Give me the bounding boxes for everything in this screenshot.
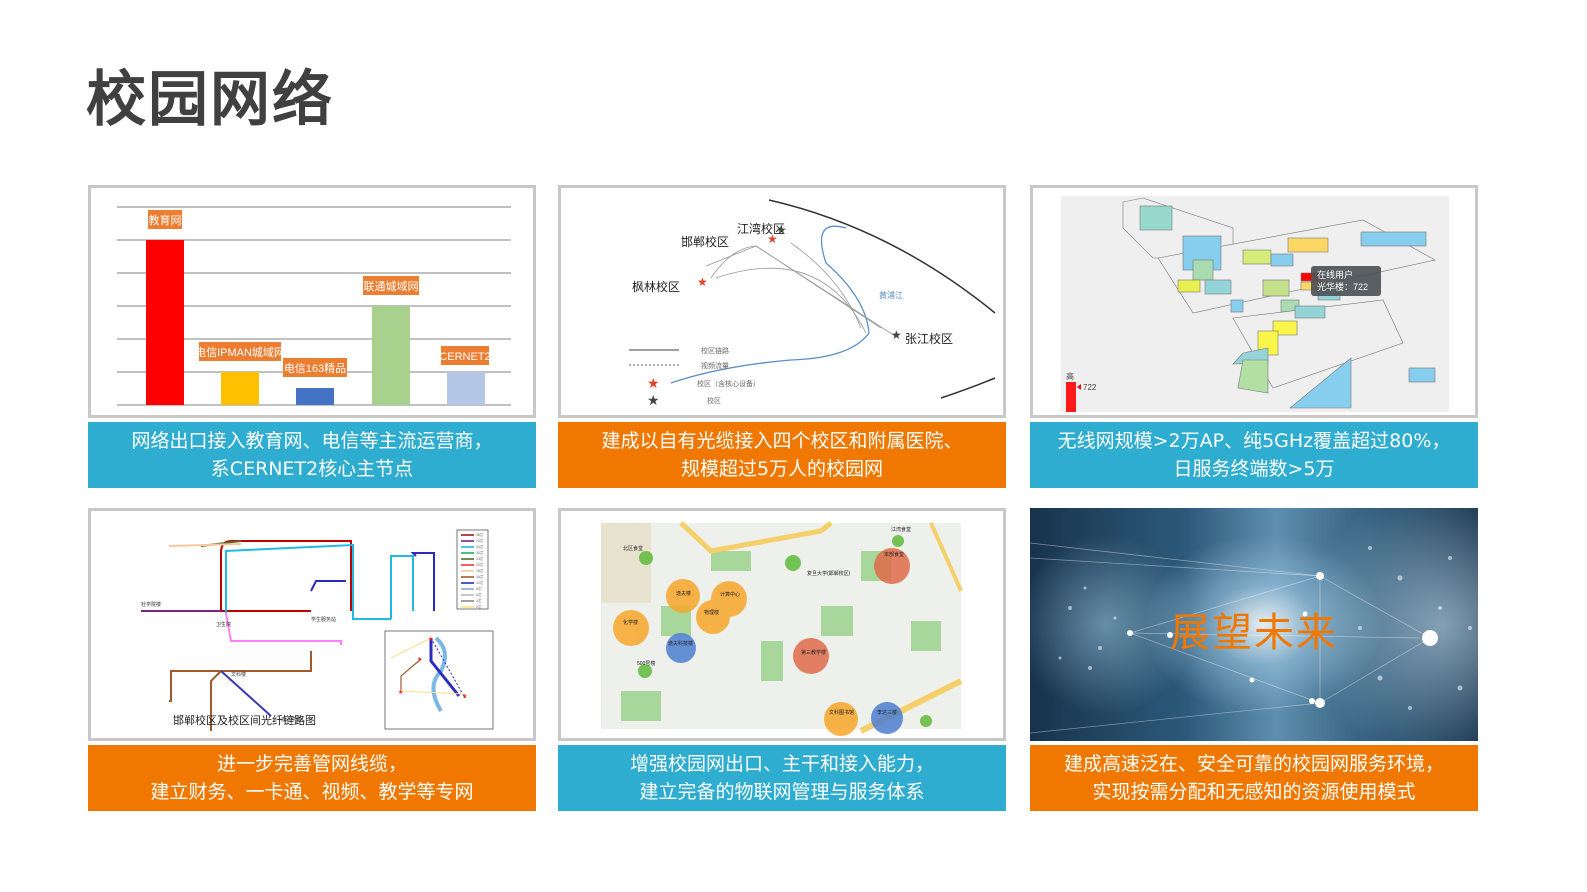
caption-line: 建成高速泛在、安全可靠的校园网服务环境， [1063, 753, 1444, 775]
svg-text:16芯: 16芯 [476, 574, 484, 579]
campus-label: 张江校区 [905, 331, 953, 346]
caption-line: 建立完备的物联网管理与服务体系 [639, 781, 925, 803]
hero-title: 展望未来 [1170, 610, 1338, 656]
river-label: 黄浦江 [879, 290, 903, 300]
legend-label: 校区 [707, 396, 721, 405]
fiber-diagram-frame: 杜学院楼 卫生院 学生服务站 文科楼 成人学院 [88, 508, 536, 741]
svg-text:★: ★ [647, 393, 660, 409]
campus-map-frame: 江湾校区 邯郸校区 枫林校区 张江校区 黄浦江 ★ ★ ★ ★ ★ ★ 校区链路… [558, 185, 1006, 418]
svg-text:★: ★ [428, 636, 433, 643]
svg-text:杜学院楼: 杜学院楼 [141, 601, 161, 608]
caption: 增强校园网出口、主干和接入能力， 建立完备的物联网管理与服务体系 [558, 745, 1006, 811]
svg-text:12芯: 12芯 [476, 580, 484, 585]
caption-line: 无线网规模>2万AP、纯5GHz覆盖超过80%， [1057, 430, 1451, 452]
svg-text:逸夫科技楼: 逸夫科技楼 [668, 640, 693, 647]
wifi-heatmap: 在线用户 光华楼：722 高 722 [1061, 196, 1449, 412]
bar-chart-frame: 教育网 电信IPMAN城域网 电信163精品 联通城域网 CERNET2 [88, 185, 536, 418]
svg-text:第三教学楼: 第三教学楼 [801, 649, 826, 656]
bar-label: 教育网 [149, 213, 182, 227]
legend-high: 高 [1066, 371, 1074, 381]
legend-label: 校区链路 [701, 346, 729, 355]
svg-text:化学楼: 化学楼 [623, 619, 638, 626]
svg-text:★: ★ [776, 223, 787, 237]
svg-text:500号楼: 500号楼 [637, 660, 655, 667]
svg-text:6芯: 6芯 [476, 592, 482, 597]
legend-label: 视频流量 [701, 361, 729, 370]
campus-label: 邯郸校区 [681, 234, 729, 249]
svg-text:8芯: 8芯 [476, 586, 482, 591]
svg-text:4芯: 4芯 [476, 598, 482, 603]
campus-label: 江湾校区 [737, 221, 785, 236]
bar-label: 联通城域网 [364, 280, 419, 293]
future-image-frame: 展望未来 [1030, 508, 1478, 741]
svg-text:24芯: 24芯 [476, 556, 484, 561]
svg-text:20芯: 20芯 [476, 562, 484, 567]
svg-text:江湾食堂: 江湾食堂 [891, 526, 911, 533]
caption: 建成高速泛在、安全可靠的校园网服务环境， 实现按需分配和无感知的资源使用模式 [1030, 745, 1478, 811]
svg-text:2芯: 2芯 [476, 604, 482, 609]
svg-text:本部食堂: 本部食堂 [884, 551, 904, 558]
network-lines [1030, 542, 1472, 734]
svg-text:文科楼: 文科楼 [231, 671, 246, 678]
caption-line: 规模超过5万人的校园网 [680, 458, 884, 480]
svg-text:96芯: 96芯 [476, 532, 484, 537]
svg-text:★: ★ [767, 232, 778, 246]
wifi-heatmap-frame: 在线用户 光华楼：722 高 722 [1030, 185, 1478, 418]
iot-campus-map: 北区食堂 江湾食堂 本部食堂 逸夫楼 计算中心 物理楼 化学楼 逸夫科技楼 50… [601, 521, 963, 736]
bar-label: 电信IPMAN城域网 [195, 346, 285, 359]
svg-text:34芯: 34芯 [476, 544, 484, 549]
svg-text:★: ★ [417, 656, 422, 663]
caption: 建成以自有光缆接入四个校区和附属医院、 规模超过5万人的校园网 [558, 422, 1006, 488]
tooltip-title: 在线用户 [1317, 269, 1353, 280]
svg-text:★: ★ [462, 693, 467, 700]
caption-line: 建立财务、一卡通、视频、教学等专网 [150, 781, 474, 803]
svg-text:★: ★ [398, 689, 403, 696]
svg-text:★: ★ [647, 376, 660, 392]
tooltip-value: 光华楼：722 [1317, 281, 1368, 292]
bar-label: CERNET2 [439, 351, 490, 363]
campus-link-map: 江湾校区 邯郸校区 枫林校区 张江校区 黄浦江 ★ ★ ★ ★ ★ ★ 校区链路… [629, 199, 996, 409]
caption-line: 建成以自有光缆接入四个校区和附属医院、 [601, 430, 963, 452]
svg-text:逸夫楼: 逸夫楼 [676, 590, 691, 597]
svg-text:18芯: 18芯 [476, 568, 484, 573]
svg-text:卫生院: 卫生院 [216, 621, 231, 628]
legend-label: 校区（含核心设备） [697, 379, 760, 388]
legend-max: 722 [1083, 383, 1097, 392]
bar-chart: 教育网 电信IPMAN城域网 电信163精品 联通城域网 CERNET2 [117, 206, 511, 406]
svg-text:★: ★ [697, 275, 708, 289]
caption-line: 日服务终端数>5万 [1173, 458, 1335, 480]
svg-text:学生服务站: 学生服务站 [311, 616, 336, 623]
svg-text:北区食堂: 北区食堂 [623, 545, 643, 552]
svg-text:30芯: 30芯 [476, 550, 484, 555]
fiber-link-diagram: 杜学院楼 卫生院 学生服务站 文科楼 成人学院 [141, 529, 494, 731]
svg-text:文科图书馆: 文科图书馆 [829, 709, 854, 716]
svg-text:★: ★ [891, 328, 902, 342]
svg-text:复旦大学(邯郸校区): 复旦大学(邯郸校区) [807, 570, 851, 577]
campus-label: 枫林校区 [632, 279, 680, 294]
svg-text:物理楼: 物理楼 [704, 609, 719, 616]
svg-text:成人学院: 成人学院 [281, 716, 301, 723]
svg-text:72芯: 72芯 [476, 538, 484, 543]
caption-line: 实现按需分配和无感知的资源使用模式 [1092, 781, 1416, 803]
caption-line: 网络出口接入教育网、电信等主流运营商， [131, 430, 493, 452]
network-sphere-image: 展望未来 [1030, 508, 1478, 741]
page-title: 校园网络 [86, 65, 334, 135]
svg-text:李达三楼: 李达三楼 [877, 709, 897, 716]
caption-line: 系CERNET2核心主节点 [210, 458, 414, 480]
caption: 无线网规模>2万AP、纯5GHz覆盖超过80%， 日服务终端数>5万 [1030, 422, 1478, 488]
bar-label: 电信163精品 [284, 362, 346, 375]
caption-line: 进一步完善管网线缆， [216, 753, 407, 775]
caption: 进一步完善管网线缆， 建立财务、一卡通、视频、教学等专网 [88, 745, 536, 811]
diagram-title: 邯郸校区及校区间光纤链路图 [173, 713, 316, 727]
svg-text:计算中心: 计算中心 [720, 591, 740, 598]
iot-map-frame: 北区食堂 江湾食堂 本部食堂 逸夫楼 计算中心 物理楼 化学楼 逸夫科技楼 50… [558, 508, 1006, 741]
caption-line: 增强校园网出口、主干和接入能力， [629, 753, 934, 775]
caption: 网络出口接入教育网、电信等主流运营商， 系CERNET2核心主节点 [88, 422, 536, 488]
